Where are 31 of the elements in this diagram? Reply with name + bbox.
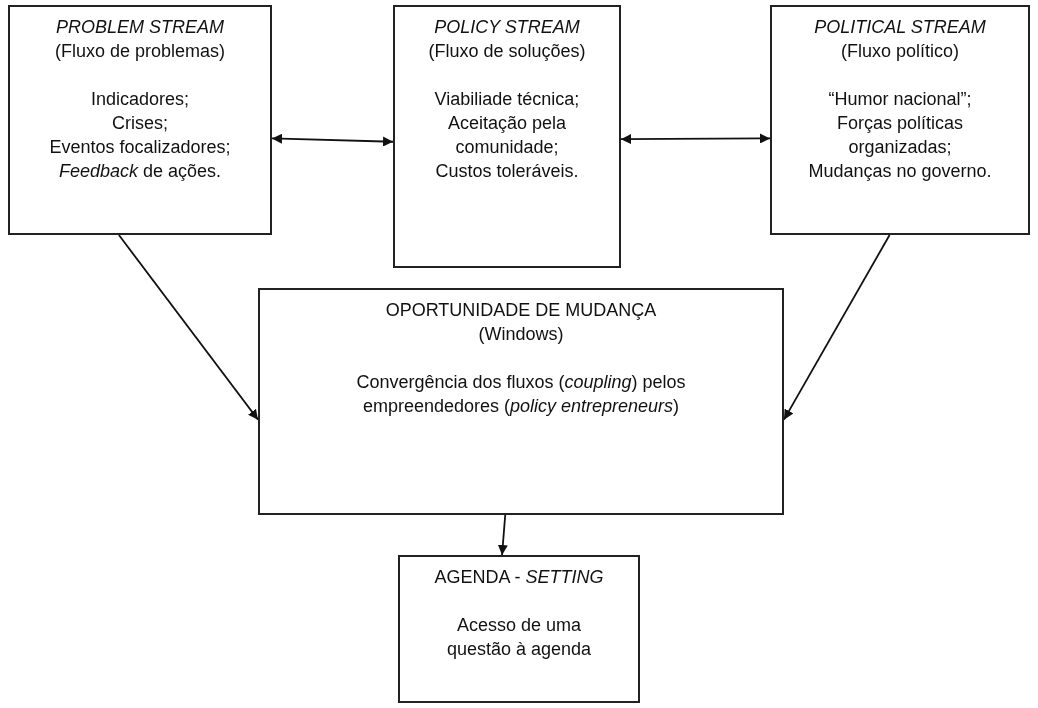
box-subtitle: Acesso de uma questão à agenda	[445, 614, 593, 661]
process-box	[8, 5, 272, 235]
process-box	[393, 5, 621, 268]
box-subtitle: (Fluxo de soluções)	[428, 40, 586, 63]
box-text: Indicadores;	[90, 88, 190, 111]
arrow	[620, 133, 771, 145]
arrow	[271, 133, 394, 147]
box-text: Convergência dos fluxos (coupling) pelos empreendedores (policy entrepreneurs)	[356, 371, 686, 418]
box-text: “Humor nacional”;	[828, 88, 972, 111]
arrow	[497, 514, 508, 556]
box-subtitle: (Windows)	[478, 323, 564, 346]
box-subtitle: (Fluxo de problemas)	[54, 40, 226, 63]
box-subtitle: (Fluxo político)	[840, 40, 959, 63]
box-text: Forças políticas organizadas;	[835, 112, 964, 159]
process-box	[258, 288, 784, 515]
box-text: Viabiliade técnica;	[434, 88, 580, 111]
box-text: Eventos focalizadores;	[49, 136, 231, 159]
box-text: Custos toleráveis.	[435, 160, 579, 183]
box-heading: POLICY STREAM	[434, 16, 580, 39]
box-heading: OPORTUNIDADE DE MUDANÇA	[385, 299, 657, 322]
box-heading: PROBLEM STREAM	[56, 16, 224, 39]
box-text: Aceitação pela comunidade;	[446, 112, 568, 159]
process-box	[770, 5, 1030, 235]
process-box	[398, 555, 640, 703]
arrow	[783, 234, 891, 421]
box-heading: AGENDA - SETTING	[434, 566, 604, 589]
box-text: Feedback de ações.	[58, 160, 222, 183]
box-heading: POLITICAL STREAM	[814, 16, 986, 39]
arrow	[117, 234, 259, 421]
box-text: Mudanças no governo.	[808, 160, 992, 183]
box-text: Crises;	[112, 112, 168, 135]
